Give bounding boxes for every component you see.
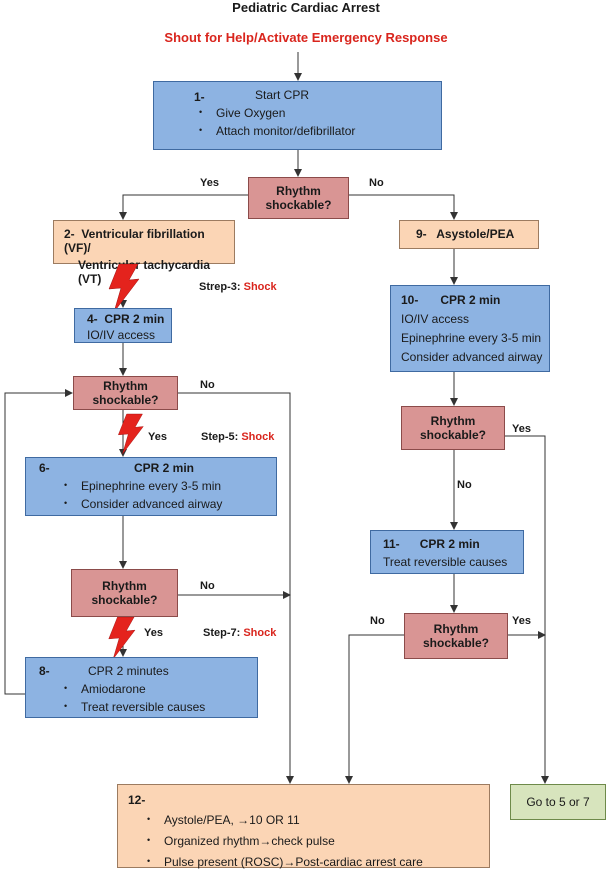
step-5-text: Step-5: <box>201 431 242 443</box>
shock-lightning-icon <box>108 264 140 312</box>
arrow-decision-right2-no-to-box12 <box>345 634 404 784</box>
decision-top-no-label: No <box>369 177 384 189</box>
step-3-action: Shock <box>243 281 277 293</box>
step-3-text: Strep-3: <box>199 281 244 293</box>
step-7-action: Shock <box>243 627 277 639</box>
emergency-subtitle: Shout for Help/Activate Emergency Respon… <box>164 30 448 45</box>
box-10-line: Consider advanced airway <box>401 350 543 364</box>
decision-left2-no-label: No <box>200 580 215 592</box>
decision-rhythm-shockable-left1: Rhythm shockable? <box>73 376 178 410</box>
box-11-heading: CPR 2 min <box>419 537 480 551</box>
box-2-vf-vt: 2- Ventricular fibrillation (VF)/ Ventri… <box>53 220 235 286</box>
box-12-number: 12- <box>128 793 146 807</box>
box-1-start-cpr: 1- Start CPR Give Oxygen Attach monitor/d… <box>153 81 442 150</box>
box-10-line: Epinephrine every 3-5 min <box>401 331 542 345</box>
decision-rhythm-shockable-left2: Rhythm shockable? <box>71 569 178 617</box>
decision-left2-yes-label: Yes <box>144 627 163 639</box>
shock-lightning-icon <box>118 413 144 455</box>
box-6-item: Consider advanced airway <box>59 497 276 511</box>
box-6-heading: CPR 2 min <box>134 461 195 475</box>
box-1-heading: Start CPR <box>255 88 310 102</box>
decision-top-yes-label: Yes <box>200 177 219 189</box>
box-6-number: 6- <box>39 461 50 475</box>
decision-left1-yes-label: Yes <box>148 431 167 443</box>
decision-right1-no-label: No <box>457 479 472 491</box>
box-11-cpr: 11- CPR 2 min Treat reversible causes <box>370 530 524 574</box>
box-10-line: IO/IV access <box>401 312 470 326</box>
box-10-cpr: 10- CPR 2 min IO/IV access Epinephrine ev… <box>390 285 550 372</box>
step-3-label: Strep-3: Shock <box>199 281 277 293</box>
box-6-item: Epinephrine every 3-5 min <box>59 479 276 493</box>
box-8-heading: CPR 2 minutes <box>88 664 169 678</box>
decision-rhythm-shockable-top: Rhythm shockable? <box>248 177 349 219</box>
step-5-action: Shock <box>241 431 275 443</box>
box-10-number: 10- <box>401 293 419 307</box>
box-8-item: Amiodarone <box>59 682 257 696</box>
box-11-number: 11- <box>383 537 400 551</box>
box-1-item: Attach monitor/defibrillator <box>194 124 441 138</box>
decision-rhythm-shockable-right2: Rhythm shockable? <box>404 613 508 659</box>
arrow-decision-right1-yes-to-goto <box>505 435 549 784</box>
box-1-item: Give Oxygen <box>194 106 441 120</box>
arrow-box8-loop-back <box>4 389 73 695</box>
box-12-item: Pulse present (ROSC)→Post-cardiac arrest… <box>142 855 489 869</box>
decision-right2-no-label: No <box>370 615 385 627</box>
box-8-item: Treat reversible causes <box>59 700 257 714</box>
box-4-cpr: 4- CPR 2 min IO/IV access <box>74 308 172 343</box>
box-6-cpr: 6- CPR 2 min Epinephrine every 3-5 min Co… <box>25 457 277 516</box>
box-12-outcomes: 12- Aystole/PEA, →10 OR 11 Organized rhy… <box>117 784 490 869</box>
box-1-number: 1- <box>194 90 205 104</box>
step-5-label: Step-5: Shock <box>201 431 274 443</box>
box-8-cpr: 8- CPR 2 minutes Amiodarone Treat reversi… <box>25 657 258 718</box>
box-2-line1: Ventricular fibrillation (VF)/ <box>64 227 205 255</box>
box-4-line: IO/IV access <box>87 328 156 342</box>
step-7-text: Step-7: <box>203 627 244 639</box>
shock-lightning-icon <box>108 617 136 659</box>
box-2-number: 2- <box>64 227 75 241</box>
decision-left1-no-label: No <box>200 379 215 391</box>
box-goto-5-or-7: Go to 5 or 7 <box>510 784 606 820</box>
arrow-decision-left1-no-to-box12 <box>178 392 294 784</box>
box-4-heading: CPR 2 min <box>104 312 165 326</box>
box-11-line: Treat reversible causes <box>383 555 508 569</box>
page-title: Pediatric Cardiac Arrest <box>232 0 380 15</box>
box-9-asystole-pea: 9- Asystole/PEA <box>399 220 539 249</box>
box-4-number: 4- <box>87 312 98 326</box>
decision-rhythm-shockable-right1: Rhythm shockable? <box>401 406 505 450</box>
box-12-item: Aystole/PEA, →10 OR 11 <box>142 813 489 827</box>
box-2-line2: Ventricular tachycardia (VT) <box>78 258 211 286</box>
box-12-item: Organized rhythm→check pulse <box>142 834 489 848</box>
box-9-number: 9- <box>416 227 427 241</box>
arrow-yes-to-box2 <box>119 194 248 220</box>
decision-right2-yes-label: Yes <box>512 615 531 627</box>
box-9-text: Asystole/PEA <box>436 227 515 241</box>
arrow-no-to-box9 <box>349 194 458 220</box>
box-10-heading: CPR 2 min <box>440 293 501 307</box>
step-7-label: Step-7: Shock <box>203 627 276 639</box>
decision-right1-yes-label: Yes <box>512 423 531 435</box>
box-8-number: 8- <box>39 664 50 678</box>
